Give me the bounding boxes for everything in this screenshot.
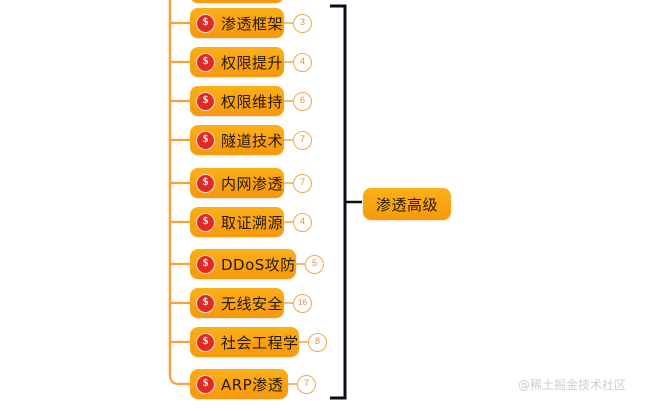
leaf-node-label: 隧道技术: [221, 131, 284, 150]
group-bracket: [330, 4, 362, 400]
leaf-node[interactable]: $ DDoS攻防: [190, 249, 296, 279]
leaf-node[interactable]: $ 权限提升: [190, 47, 284, 77]
leaf-count-badge: 4: [293, 213, 312, 232]
leaf-count-badge: 4: [293, 53, 312, 72]
leaf-count-badge: 16: [293, 294, 312, 313]
leaf-node[interactable]: $ 渗透框架: [190, 8, 284, 38]
dollar-badge-icon: $: [196, 293, 215, 313]
leaf-node[interactable]: $ 隧道技术: [190, 125, 284, 155]
dollar-badge-icon: $: [196, 130, 215, 150]
leaf-node-label: 内网渗透: [221, 174, 284, 193]
leaf-count-badge: 3: [293, 14, 312, 33]
leaf-node[interactable]: $ 取证溯源: [190, 207, 284, 237]
leaf-node-label: ARP渗透: [221, 375, 284, 394]
leaf-node[interactable]: $ 权限维持: [190, 86, 284, 116]
leaf-node-label: DDoS攻防: [221, 255, 296, 274]
branch-curves: [168, 21, 192, 386]
leaf-count-badge: 7: [293, 131, 312, 150]
dollar-badge-icon: $: [196, 173, 215, 193]
leaf-node[interactable]: $ ARP渗透: [190, 369, 288, 399]
watermark: @稀土掘金技术社区: [517, 378, 626, 392]
leaf-count-badge: 8: [308, 333, 327, 352]
leaf-count-badge: 6: [293, 92, 312, 111]
leaf-count-badge: 7: [293, 174, 312, 193]
dollar-badge-icon: $: [196, 91, 215, 111]
leaf-node[interactable]: $ 内网渗透: [190, 168, 284, 198]
parent-node-label: 渗透高级: [376, 195, 439, 214]
dollar-badge-icon: $: [196, 52, 215, 72]
dollar-badge-icon: $: [196, 212, 215, 232]
leaf-node-label: 社会工程学: [221, 333, 299, 352]
parent-node-advanced-penetration[interactable]: 渗透高级: [363, 188, 452, 220]
dollar-badge-icon: $: [196, 13, 215, 33]
leaf-node[interactable]: $ 社会工程学: [190, 327, 299, 357]
leaf-node-partial-above[interactable]: [190, 0, 284, 3]
dollar-badge-icon: $: [196, 374, 215, 394]
dollar-badge-icon: $: [196, 332, 215, 352]
leaf-count-badge: 7: [297, 375, 316, 394]
leaf-node-label: 取证溯源: [221, 213, 284, 232]
leaf-node[interactable]: $ 无线安全: [190, 288, 284, 318]
leaf-node-label: 权限维持: [221, 92, 284, 111]
leaf-node-label: 渗透框架: [221, 14, 284, 33]
leaf-node-label: 权限提升: [221, 53, 284, 72]
leaf-node-label: 无线安全: [221, 294, 284, 313]
dollar-badge-icon: $: [196, 254, 215, 274]
leaf-count-badge: 5: [305, 255, 324, 274]
